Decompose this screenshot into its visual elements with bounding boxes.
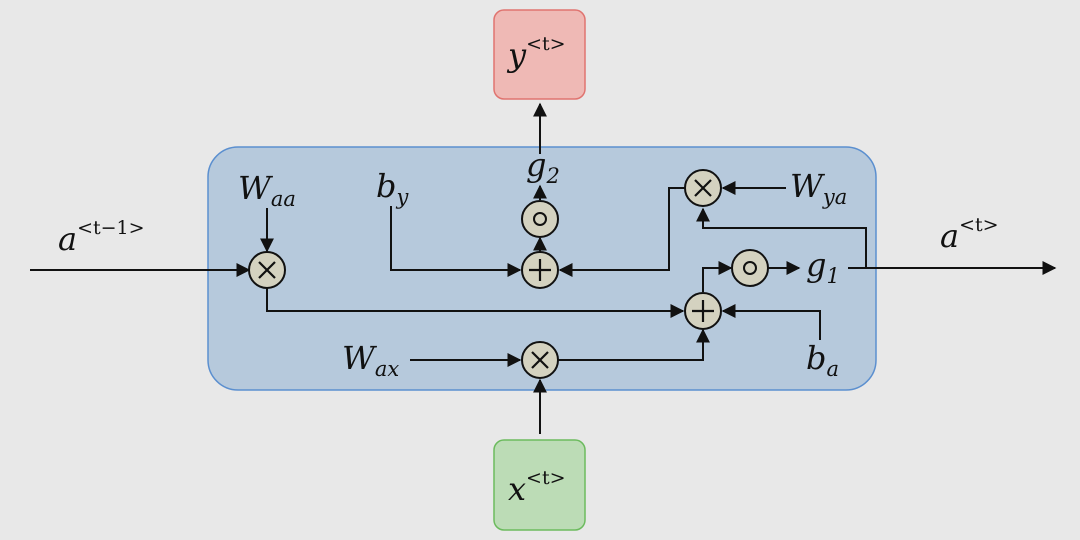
output-label: y<t>	[506, 33, 566, 74]
next-state-label: a<t>	[940, 214, 999, 255]
w-ya-label: Wya	[790, 167, 847, 209]
g-1-label: g1	[806, 246, 840, 288]
output-box	[493, 9, 586, 100]
multiply-icon	[521, 341, 559, 379]
g-2-label: g2	[526, 146, 560, 188]
add-icon	[521, 251, 559, 289]
multiply-icon	[248, 251, 286, 289]
wire-state-to-ya	[696, 207, 867, 268]
w-ax-label: Wax	[342, 339, 399, 381]
wire-ax-to-add-state	[558, 328, 710, 361]
wire-ya-to-add-output	[558, 187, 685, 277]
operators	[248, 169, 769, 379]
prev-state-label: a<t−1>	[58, 217, 145, 258]
wire-aa-to-add-state	[266, 288, 685, 318]
input-box	[493, 439, 586, 531]
b-a-label: ba	[806, 339, 839, 381]
wire-b-a-in	[721, 304, 821, 340]
wires	[30, 102, 1057, 434]
multiply-icon	[684, 169, 722, 207]
activation-icon	[521, 200, 559, 238]
wire-add-state-to-g1	[702, 261, 733, 292]
wire-b-y-in	[390, 206, 522, 277]
w-aa-label: Waa	[238, 169, 296, 211]
add-icon	[684, 292, 722, 330]
input-label: x<t>	[508, 467, 566, 508]
b-y-label: by	[376, 167, 409, 209]
activation-icon	[731, 249, 769, 287]
